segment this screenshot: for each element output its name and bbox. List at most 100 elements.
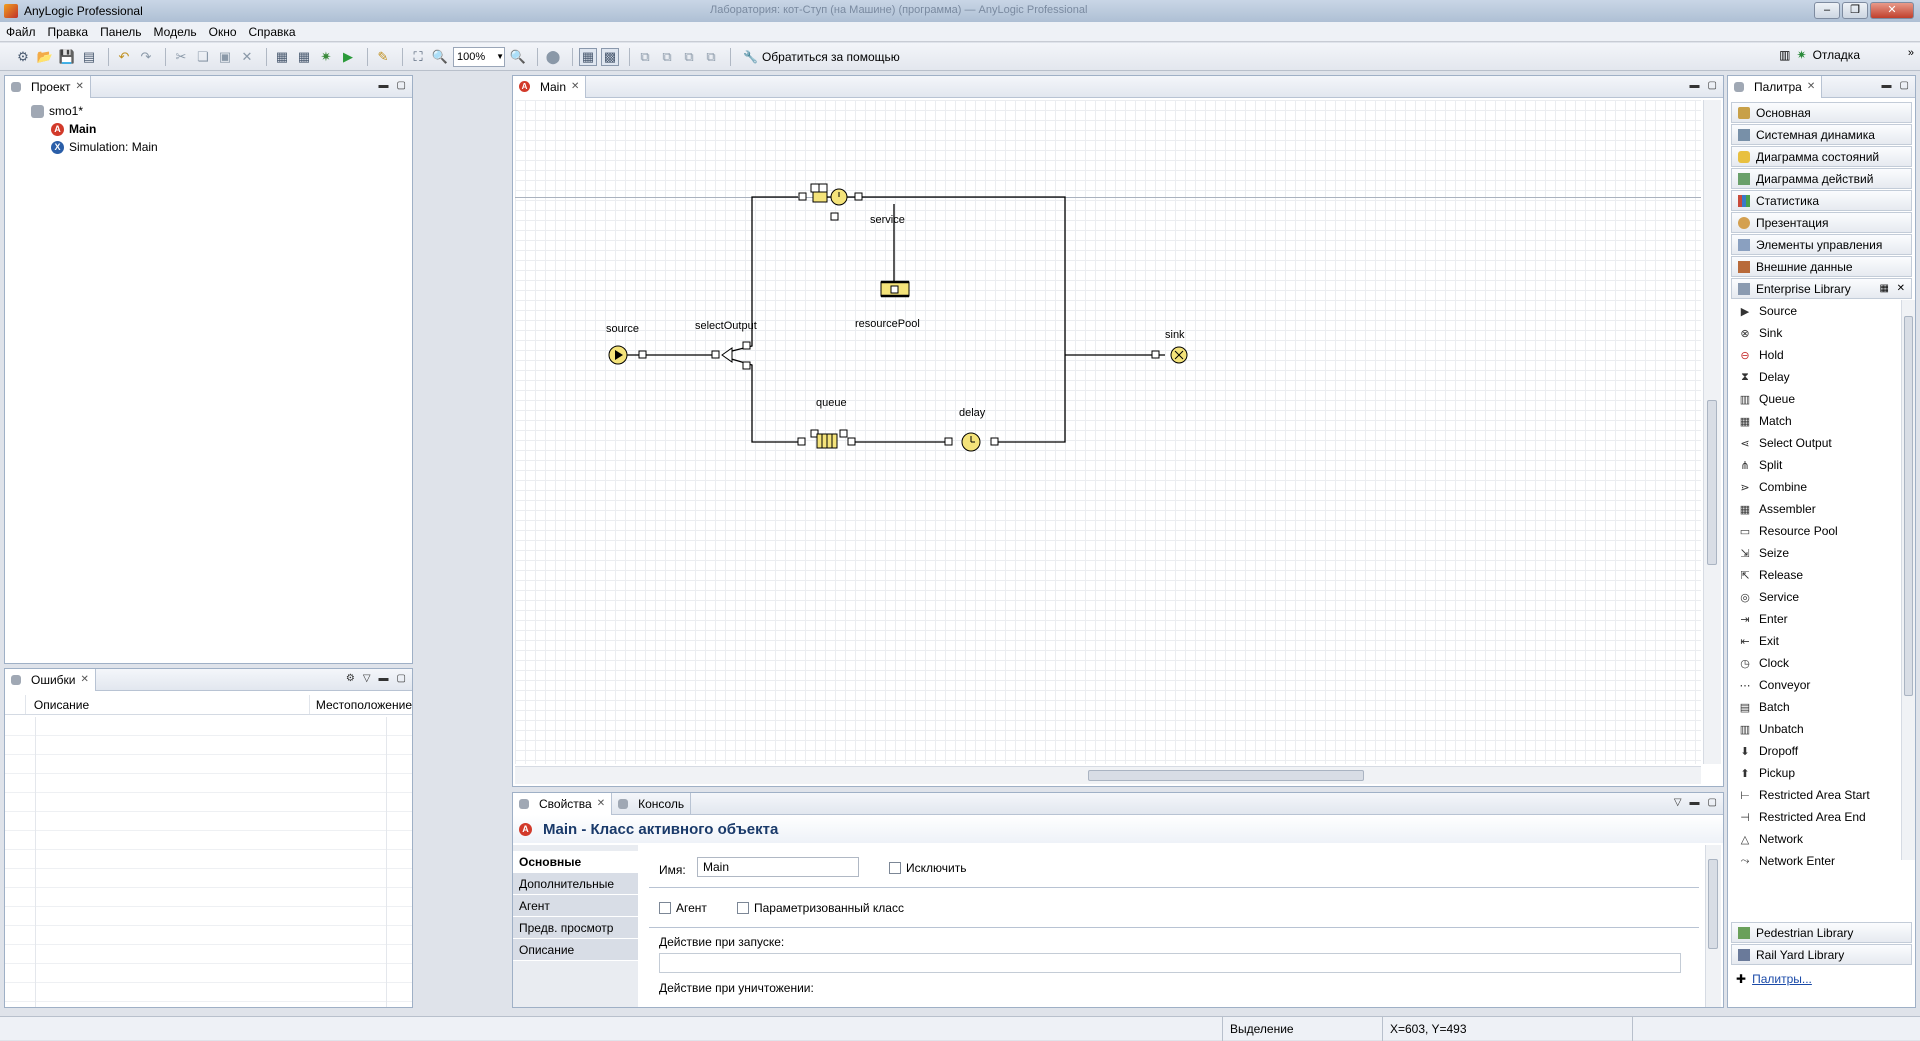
debug-perspective-button[interactable]: ▥ ✷ Отладка [1779,48,1860,62]
diagram-canvas[interactable]: source selectOutput service resourcePool… [515,100,1701,764]
save-all-icon[interactable]: ▤ [82,48,96,64]
palette-scroll-thumb[interactable] [1904,316,1913,696]
palette-group-railyard[interactable]: Rail Yard Library [1731,944,1912,965]
open-icon[interactable]: 📂 [36,48,54,64]
view-menu-icon[interactable]: ▽ [1673,797,1682,808]
delete-icon[interactable]: ✕ [241,48,253,64]
palette-item-seize[interactable]: ⇲Seize [1728,542,1915,564]
save-icon[interactable]: 💾 [58,48,76,64]
menu-help[interactable]: Справка [248,24,296,39]
maximize-icon[interactable]: ▢ [396,80,406,91]
queue-block[interactable] [797,429,856,449]
tab-project[interactable]: Проект✕ [5,75,91,98]
palette-item-split[interactable]: ⋔Split [1728,454,1915,476]
palette-item-hold[interactable]: ⊖Hold [1728,344,1915,366]
exclude-check[interactable] [889,862,901,874]
tool-icon[interactable]: ✎ [377,48,389,64]
palette-item-combine[interactable]: ⋗Combine [1728,476,1915,498]
maximize-icon[interactable]: ▢ [1707,797,1717,808]
vertical-scroll-thumb[interactable] [1707,400,1717,565]
horizontal-scroll-thumb[interactable] [1088,770,1364,781]
close-icon[interactable]: ✕ [571,81,580,92]
source-block[interactable] [608,345,647,365]
tab-console[interactable]: Консоль [612,792,692,815]
param-class-checkbox[interactable]: Параметризованный класс [737,901,904,915]
resource-pool-block[interactable] [880,280,910,298]
close-window-button[interactable]: ✕ [1870,2,1914,19]
side-tab-preview[interactable]: Предв. просмотр [513,917,638,939]
snap-grid-icon[interactable]: ▩ [601,47,619,66]
palette-item-resource-pool[interactable]: ▭Resource Pool [1728,520,1915,542]
menu-file[interactable]: Файл [6,24,36,39]
palette-item-network-enter[interactable]: ⤳Network Enter [1728,850,1915,872]
minimize-icon[interactable]: ▬ [1881,80,1892,91]
vertical-scrollbar[interactable] [1703,100,1721,764]
maximize-icon[interactable]: ▢ [1707,80,1717,91]
errors-col-location[interactable]: Местоположение [315,698,412,712]
agent-checkbox[interactable]: Агент [659,901,707,915]
close-icon[interactable]: ✕ [80,674,89,685]
bring-front-icon[interactable]: ⧉ [684,48,694,64]
palette-group-pedestrian[interactable]: Pedestrian Library [1731,922,1912,943]
zoom-in-icon[interactable]: 🔍 [509,48,527,64]
palette-item-restricted-area-start[interactable]: ⊢Restricted Area Start [1728,784,1915,806]
palette-item-queue[interactable]: ▥Queue [1728,388,1915,410]
tab-properties[interactable]: Свойства✕ [513,792,613,815]
new-model-icon[interactable]: ⚙ [17,48,29,64]
name-input[interactable] [697,857,859,877]
palette-item-select-output[interactable]: ⋖Select Output [1728,432,1915,454]
palette-group-external-data[interactable]: Внешние данные [1731,256,1912,277]
palette-item-service[interactable]: ◎Service [1728,586,1915,608]
side-tab-advanced[interactable]: Дополнительные [513,873,638,895]
delay-block[interactable] [944,432,999,452]
copy-icon[interactable]: ❏ [197,48,209,64]
redo-icon[interactable]: ↷ [140,48,152,64]
palette-group-statechart[interactable]: Диаграмма состояний [1731,146,1912,167]
palette-item-clock[interactable]: ◷Clock [1728,652,1915,674]
palette-scrollbar[interactable] [1901,300,1915,860]
tab-errors[interactable]: Ошибки✕ [5,668,96,691]
startup-action-input[interactable] [659,953,1681,973]
palette-item-pickup[interactable]: ⬆Pickup [1728,762,1915,784]
menu-model[interactable]: Модель [153,24,197,39]
minimize-button[interactable]: – [1814,2,1840,19]
param-class-check[interactable] [737,902,749,914]
paste-icon[interactable]: ▣ [218,48,232,64]
minimize-icon[interactable]: ▬ [378,673,389,684]
palette-group-action-chart[interactable]: Диаграмма действий [1731,168,1912,189]
tab-palette[interactable]: Палитра✕ [1728,75,1823,98]
group-icon[interactable]: ⧉ [662,48,672,64]
palette-item-match[interactable]: ▦Match [1728,410,1915,432]
zoom-fit-icon[interactable]: ⛶ [413,48,423,64]
exclude-checkbox[interactable]: Исключить [889,861,966,875]
palette-item-network[interactable]: △Network [1728,828,1915,850]
close-icon[interactable]: ✕ [596,798,606,809]
grid-icon[interactable]: ▦ [579,47,597,66]
cut-icon[interactable]: ✂ [175,48,187,64]
close-icon[interactable]: ✕ [1896,283,1905,294]
side-tab-agent[interactable]: Агент [513,895,638,917]
palette-item-dropoff[interactable]: ⬇Dropoff [1728,740,1915,762]
detach-icon[interactable]: ▦ [1879,283,1889,294]
filter-icon[interactable]: ⚙ [345,673,355,684]
side-tab-description[interactable]: Описание [513,939,638,961]
properties-scrollbar[interactable] [1705,845,1721,1007]
build-all-icon[interactable]: ▦ [297,48,311,64]
palette-group-controls[interactable]: Элементы управления [1731,234,1912,255]
palette-group-basic[interactable]: Основная [1731,102,1912,123]
palette-item-exit[interactable]: ⇤Exit [1728,630,1915,652]
palette-item-unbatch[interactable]: ▥Unbatch [1728,718,1915,740]
horizontal-scrollbar[interactable] [515,766,1701,784]
debug-run-icon[interactable]: ✷ [320,48,332,64]
service-block[interactable] [798,183,863,221]
undo-icon[interactable]: ↶ [118,48,130,64]
overflow-icon[interactable]: » [1907,47,1914,59]
minimize-icon[interactable]: ▬ [378,80,389,91]
build-icon[interactable]: ▦ [275,48,289,64]
align-icon[interactable]: ⧉ [640,48,650,64]
palette-item-sink[interactable]: ⊗Sink [1728,322,1915,344]
palette-item-restricted-area-end[interactable]: ⊣Restricted Area End [1728,806,1915,828]
